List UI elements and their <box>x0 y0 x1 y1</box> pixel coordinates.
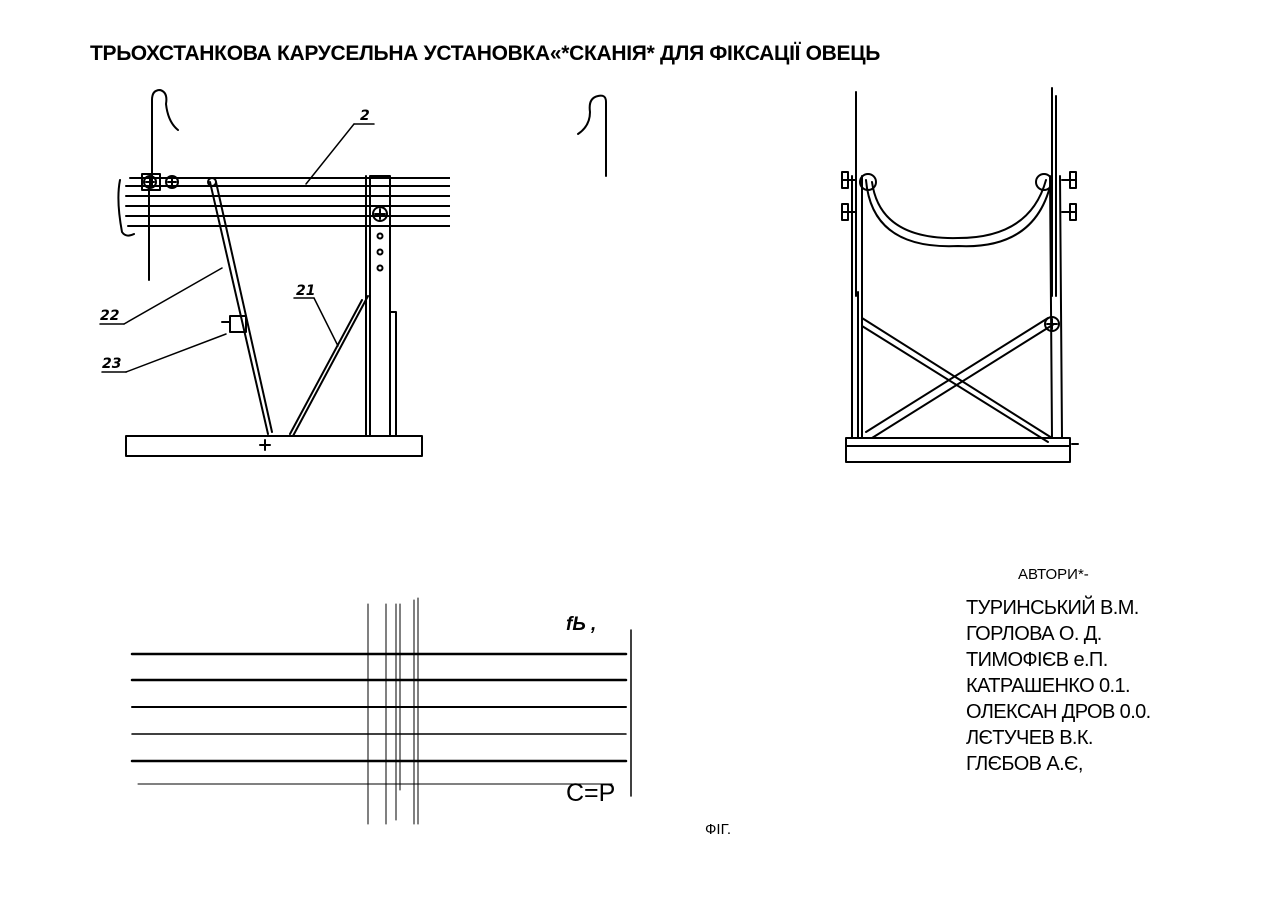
author-name: ГЛЄБОВ А.Є, <box>966 751 1151 777</box>
author-name: ГОРЛОВА О. Д. <box>966 621 1151 647</box>
callout-23: 23 <box>102 356 121 372</box>
callout-21: 21 <box>296 283 315 299</box>
author-name: ТУРИНСЬКИЙ В.М. <box>966 595 1151 621</box>
side-view-right-end <box>560 90 650 300</box>
callout-22: 22 <box>100 308 119 324</box>
figure-label: ФІГ. <box>705 821 731 838</box>
front-view-drawing <box>830 85 1085 470</box>
authors-list: ТУРИНСЬКИЙ В.М. ГОРЛОВА О. Д. ТИМОФІЄВ е… <box>966 595 1151 777</box>
scan-text-top: fЬ , <box>566 614 596 636</box>
document-title: ТРЬОХСТАНКОВА КАРУСЕЛЬНА УСТАНОВКА«*СКАН… <box>90 42 880 66</box>
side-view-drawing: 2 21 22 23 <box>90 80 450 470</box>
scan-artifact-lines <box>128 596 638 828</box>
author-name: КАТРАШЕНКО 0.1. <box>966 673 1151 699</box>
scan-text-bottom: C=P <box>566 779 615 808</box>
authors-heading: АВТОРИ*- <box>1018 566 1089 583</box>
callout-2: 2 <box>360 108 370 124</box>
author-name: ЛЄТУЧЕВ В.К. <box>966 725 1151 751</box>
author-name: ТИМОФІЄВ е.П. <box>966 647 1151 673</box>
author-name: ОЛЕКСАН ДРОВ 0.0. <box>966 699 1151 725</box>
